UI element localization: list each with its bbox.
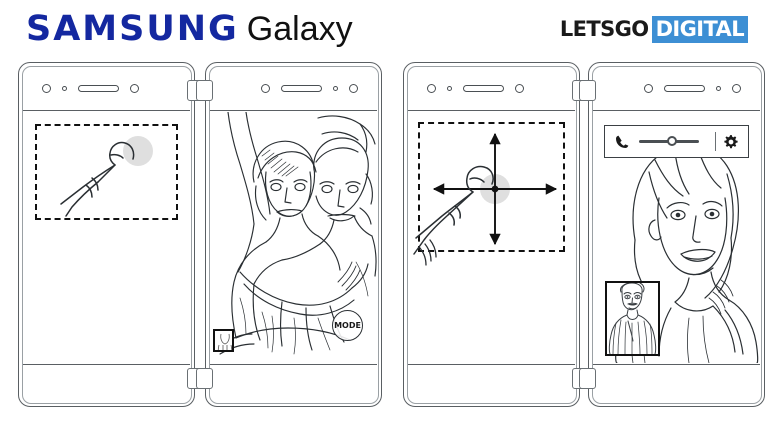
front-camera-icon	[427, 83, 436, 93]
proximity-sensor-icon	[716, 85, 721, 91]
front-camera-icon	[261, 83, 270, 93]
secondary-camera-icon	[349, 83, 358, 93]
sensor-cluster	[427, 82, 524, 94]
bottom-bezel-divider	[593, 364, 760, 365]
selfie-photo-line-art	[219, 112, 377, 355]
slider-knob[interactable]	[666, 136, 677, 147]
front-camera-icon	[644, 83, 653, 93]
tap-target-region[interactable]	[35, 124, 178, 220]
secondary-camera-icon	[732, 83, 741, 93]
proximity-sensor-icon	[62, 85, 67, 91]
sensor-cluster	[42, 82, 139, 94]
corner-tab-bottom-left	[579, 368, 596, 389]
video-call-toolbar	[604, 125, 749, 158]
gear-icon[interactable]	[723, 134, 739, 150]
pip-portrait-art	[608, 283, 657, 354]
phone-handset-icon[interactable]	[614, 134, 630, 150]
touch-point-indicator	[123, 136, 153, 166]
top-bezel-divider	[210, 110, 377, 111]
tap-finger-illustration	[60, 141, 135, 217]
four-direction-arrows	[432, 132, 558, 246]
front-camera-icon	[42, 83, 51, 93]
corner-tab-top-left	[579, 80, 596, 101]
sensor-cluster	[261, 82, 358, 94]
drag-finger-illustration	[413, 165, 494, 266]
corner-tab-bottom-left	[196, 368, 213, 389]
thumbnail-art	[217, 333, 232, 350]
bottom-bezel-divider	[23, 364, 190, 365]
top-bezel-divider	[408, 110, 575, 111]
phone-screen-4[interactable]	[593, 112, 760, 363]
phone-panel-4	[579, 62, 765, 407]
sensor-cluster	[644, 82, 741, 94]
top-bezel-divider	[23, 110, 190, 111]
camera-mode-button[interactable]: MODE	[332, 310, 363, 341]
bottom-bezel-divider	[210, 364, 377, 365]
proximity-sensor-icon	[447, 85, 452, 91]
bottom-bezel-divider	[408, 364, 575, 365]
drag-target-region[interactable]	[418, 122, 565, 252]
earpiece-speaker-icon	[463, 84, 504, 92]
letsgodigital-watermark: LETSGO DIGITAL	[560, 16, 748, 43]
phone-screen-3[interactable]	[408, 112, 575, 363]
self-view-pip[interactable]	[605, 281, 660, 356]
phone-panel-1	[18, 62, 204, 407]
phone-panel-2: MODE	[196, 62, 382, 407]
call-volume-slider[interactable]	[639, 136, 699, 147]
toolbar-divider	[714, 132, 716, 151]
samsung-wordmark: SAMSUNG	[26, 9, 239, 49]
phone-screen-2[interactable]: MODE	[210, 112, 377, 363]
corner-tab-top-left	[196, 80, 213, 101]
earpiece-speaker-icon	[281, 84, 322, 92]
earpiece-speaker-icon	[78, 84, 119, 92]
previous-shot-thumbnail[interactable]	[213, 329, 234, 352]
phone-panel-3	[403, 62, 589, 407]
drag-origin-dot	[491, 185, 499, 193]
galaxy-wordmark: Galaxy	[246, 10, 353, 48]
top-bezel-divider	[593, 110, 760, 111]
watermark-digital-text: DIGITAL	[651, 16, 748, 43]
proximity-sensor-icon	[333, 85, 338, 91]
secondary-camera-icon	[130, 83, 139, 93]
phone-screen-1[interactable]	[23, 112, 190, 363]
secondary-camera-icon	[515, 83, 524, 93]
earpiece-speaker-icon	[664, 84, 705, 92]
watermark-letsgo-text: LETSGO	[559, 17, 649, 41]
